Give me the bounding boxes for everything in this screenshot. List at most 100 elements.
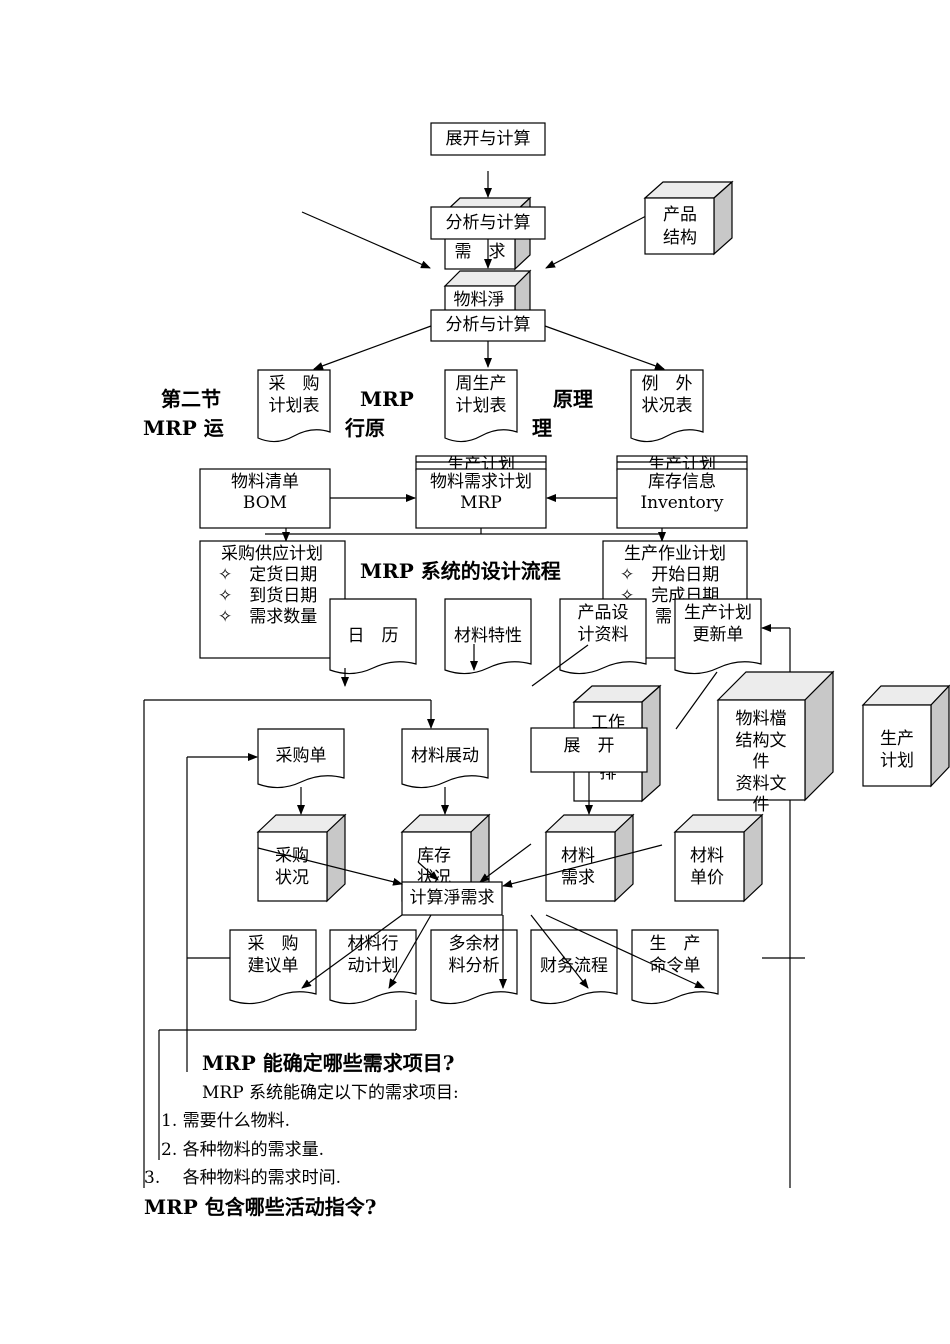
svg-text:材料展动: 材料展动 (411, 746, 479, 766)
svg-text:物料淨: 物料淨 (454, 290, 505, 310)
material-change-doc: 材料展动 (401, 728, 489, 789)
svg-text:状况表: 状况表 (642, 396, 693, 416)
production-plan-cube: 生产 计划 (861, 684, 950, 788)
svg-text:物料檔: 物料檔 (736, 709, 787, 729)
purchase-suggest-doc: 采 购 建议单 (229, 929, 317, 1005)
plan-update-doc: 生产计划 更新单 (674, 598, 762, 675)
svg-text:物料需求计划: 物料需求计划 (430, 472, 532, 492)
purchase-status-cube: 采购 状况 (256, 813, 347, 903)
svg-text:采 购: 采 购 (269, 374, 320, 394)
surplus-analysis-doc: 多余材 料分析 (430, 929, 518, 1005)
list-item-1: 1. 需要什么物料. (161, 1111, 291, 1131)
svg-text:✧ 需求数量: ✧ 需求数量 (218, 607, 317, 627)
product-design-doc: 产品设 计资料 (559, 598, 647, 675)
material-action-doc: 材料行 动计划 (329, 929, 417, 1005)
svg-text:命令单: 命令单 (650, 956, 701, 976)
analysis-calc-box-2: 分析与计算 (430, 309, 546, 342)
svg-text:采购单: 采购单 (276, 746, 327, 766)
finance-flow-doc: 财务流程 (530, 929, 618, 1005)
svg-text:日 历: 日 历 (348, 626, 399, 646)
svg-text:展 开: 展 开 (564, 736, 615, 756)
svg-text:需求: 需求 (561, 868, 595, 888)
svg-text:材料: 材料 (690, 846, 724, 866)
question-1: MRP 能确定哪些需求项目? (202, 1051, 455, 1075)
svg-text:单价: 单价 (690, 868, 724, 888)
svg-text:物料清单: 物料清单 (231, 472, 299, 492)
svg-text:材料: 材料 (561, 846, 595, 866)
svg-text:采 购: 采 购 (248, 934, 299, 954)
svg-text:料分析: 料分析 (449, 956, 500, 976)
svg-text:生产作业计划: 生产作业计划 (624, 544, 726, 564)
svg-text:需 求: 需 求 (455, 242, 506, 262)
svg-text:更新单: 更新单 (693, 625, 744, 645)
svg-text:展开与计算: 展开与计算 (446, 129, 531, 149)
svg-text:结构文: 结构文 (736, 731, 787, 751)
svg-text:材料特性: 材料特性 (454, 626, 522, 646)
svg-text:件: 件 (753, 795, 770, 815)
material-props-doc: 材料特性 (444, 598, 532, 675)
section-heading-part3: 原理 (553, 387, 593, 411)
svg-text:结构: 结构 (663, 228, 697, 248)
svg-text:建议单: 建议单 (248, 956, 299, 976)
svg-text:多余材: 多余材 (449, 934, 500, 954)
svg-text:库存信息: 库存信息 (648, 472, 716, 492)
bom-box: 物料清单 BOM (199, 468, 331, 529)
section-heading-part1: 第二节 (161, 387, 221, 411)
material-price-cube: 材料 单价 (673, 813, 764, 903)
list-item-2: 2. 各种物料的需求量. (161, 1140, 325, 1160)
svg-text:分析与计算: 分析与计算 (446, 213, 531, 233)
svg-text:生产计划: 生产计划 (684, 603, 752, 623)
section-heading-part5: 行原 (344, 416, 385, 440)
svg-text:生产: 生产 (880, 729, 914, 749)
intro-text: MRP 系统能确定以下的需求项目: (202, 1083, 459, 1103)
expand-box: 展 开 (530, 727, 648, 773)
expand-calc-box-1: 展开与计算 (430, 122, 546, 156)
analysis-calc-box-1: 分析与计算 (430, 206, 546, 240)
material-file-cube: 物料檔 结构文 件 资料文 件 (716, 670, 835, 815)
calendar-doc: 日 历 (329, 598, 417, 675)
svg-text:需: 需 (655, 607, 672, 627)
svg-text:计资料: 计资料 (578, 625, 629, 645)
svg-text:✧ 到货日期: ✧ 到货日期 (218, 586, 317, 606)
svg-text:计划表: 计划表 (456, 396, 507, 416)
svg-text:状况: 状况 (275, 868, 309, 888)
mrp-box: 物料需求计划 MRP (415, 468, 547, 529)
svg-text:BOM: BOM (243, 493, 287, 513)
weekly-plan-doc: 周生产 计划表 (444, 369, 518, 443)
svg-text:生 产: 生 产 (650, 934, 701, 954)
svg-text:✧ 定货日期: ✧ 定货日期 (218, 565, 317, 585)
svg-text:Inventory: Inventory (640, 493, 723, 513)
svg-text:件: 件 (753, 752, 770, 772)
svg-text:采购供应计划: 采购供应计划 (221, 544, 323, 564)
svg-text:计划: 计划 (880, 751, 914, 771)
svg-text:计算淨需求: 计算淨需求 (410, 888, 495, 908)
svg-text:产品: 产品 (663, 205, 697, 225)
svg-text:计划表: 计划表 (269, 396, 320, 416)
question-2: MRP 包含哪些活动指令? (144, 1195, 377, 1219)
svg-text:材料行: 材料行 (348, 934, 399, 954)
exception-report-doc: 例 外 状况表 (630, 369, 704, 443)
section-heading-part6: 理 (532, 416, 552, 440)
calc-net-box: 计算淨需求 (401, 881, 503, 916)
purchase-supply-box: 采购供应计划 ✧ 定货日期 ✧ 到货日期 ✧ 需求数量 (199, 540, 346, 659)
svg-text:库存: 库存 (417, 846, 451, 866)
design-flow-title: MRP 系统的设计流程 (360, 559, 561, 583)
svg-text:分析与计算: 分析与计算 (446, 315, 531, 335)
svg-text:财务流程: 财务流程 (540, 956, 608, 976)
svg-text:资料文: 资料文 (736, 774, 787, 794)
section-heading-part2: MRP (360, 387, 414, 411)
svg-text:MRP: MRP (460, 493, 502, 513)
section-heading-part4: MRP 运 (143, 416, 224, 440)
production-order-doc: 生 产 命令单 (631, 929, 719, 1005)
list-item-3: 3. 各种物料的需求时间. (144, 1168, 342, 1188)
inventory-box: 库存信息 Inventory (616, 468, 748, 529)
purchase-order-doc: 采购单 (257, 728, 345, 789)
svg-text:动计划: 动计划 (348, 956, 399, 976)
svg-text:例 外: 例 外 (642, 374, 693, 394)
svg-text:周生产: 周生产 (456, 374, 507, 394)
svg-text:产品设: 产品设 (578, 603, 629, 623)
svg-text:✧ 开始日期: ✧ 开始日期 (620, 565, 719, 585)
product-structure-cube: 产品 结构 (643, 180, 734, 256)
purchase-plan-doc: 采 购 计划表 (257, 369, 331, 443)
